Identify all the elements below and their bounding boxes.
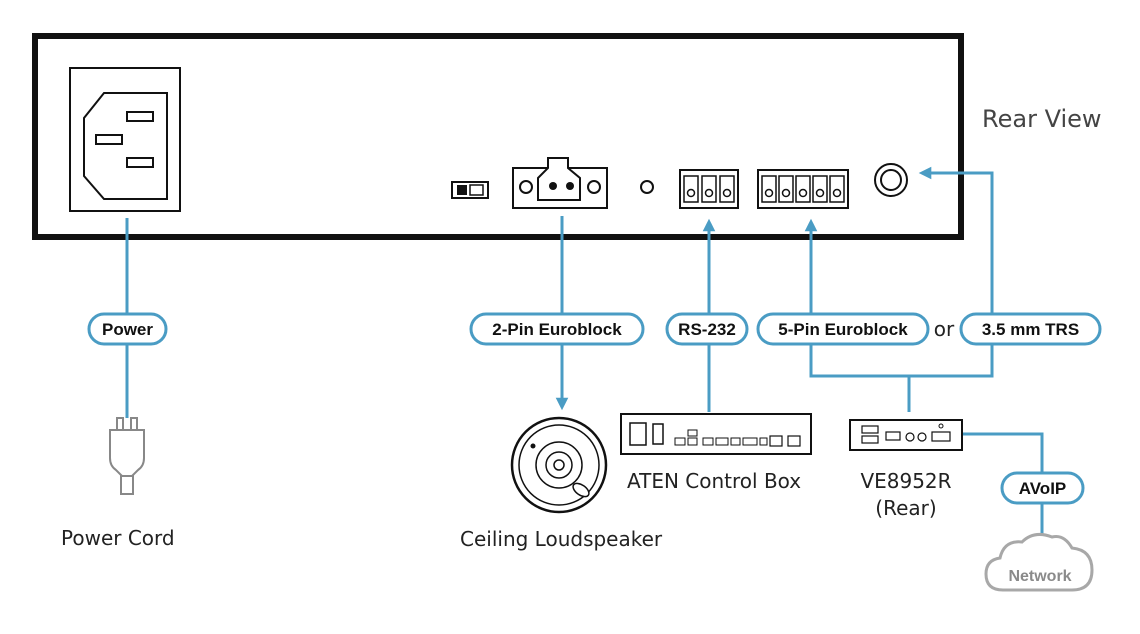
- led-icon: [640, 180, 654, 194]
- ve8952r-rear-label: (Rear): [875, 496, 936, 520]
- svg-text:3.5 mm TRS: 3.5 mm TRS: [982, 320, 1079, 339]
- euroblock-5pin-port-icon: [757, 169, 849, 209]
- svg-text:RS-232: RS-232: [678, 320, 736, 339]
- control-box-label: ATEN Control Box: [627, 469, 801, 493]
- control-box-icon: [620, 413, 812, 455]
- switch-icon: [451, 181, 489, 199]
- svg-text:5-Pin Euroblock: 5-Pin Euroblock: [778, 320, 908, 339]
- loudspeaker-label: Ceiling Loudspeaker: [460, 527, 663, 551]
- avoip-pill: AVoIP: [1000, 471, 1085, 505]
- ve8952r-label: VE8952R: [860, 469, 951, 493]
- svg-text:2-Pin Euroblock: 2-Pin Euroblock: [492, 320, 622, 339]
- trs-jack-icon: [874, 163, 908, 197]
- rs232-port-icon: [679, 169, 739, 209]
- svg-text:Power: Power: [102, 320, 153, 339]
- power-inlet-icon: [69, 67, 181, 212]
- euroblock-2pin-pill: 2-Pin Euroblock: [469, 312, 645, 346]
- rs232-pill: RS-232: [665, 312, 749, 346]
- svg-text:AVoIP: AVoIP: [1019, 479, 1067, 498]
- power-pill: Power: [87, 312, 168, 346]
- trs-pill: 3.5 mm TRS: [959, 312, 1102, 346]
- network-cloud-icon: Network: [984, 532, 1094, 592]
- trs-line: [909, 166, 994, 378]
- power-cord-label: Power Cord: [61, 526, 175, 550]
- euroblock-5pin-pill: 5-Pin Euroblock: [756, 312, 930, 346]
- euroblock-5pin-line: [804, 218, 911, 412]
- loudspeaker-icon: [510, 416, 608, 514]
- euroblock-2pin-port-icon: [512, 157, 608, 209]
- svg-text:Network: Network: [1008, 568, 1071, 585]
- or-label: or: [934, 317, 955, 341]
- rear-view-label: Rear View: [982, 105, 1102, 133]
- ve8952r-icon: [849, 419, 963, 451]
- power-plug-icon: [109, 417, 145, 495]
